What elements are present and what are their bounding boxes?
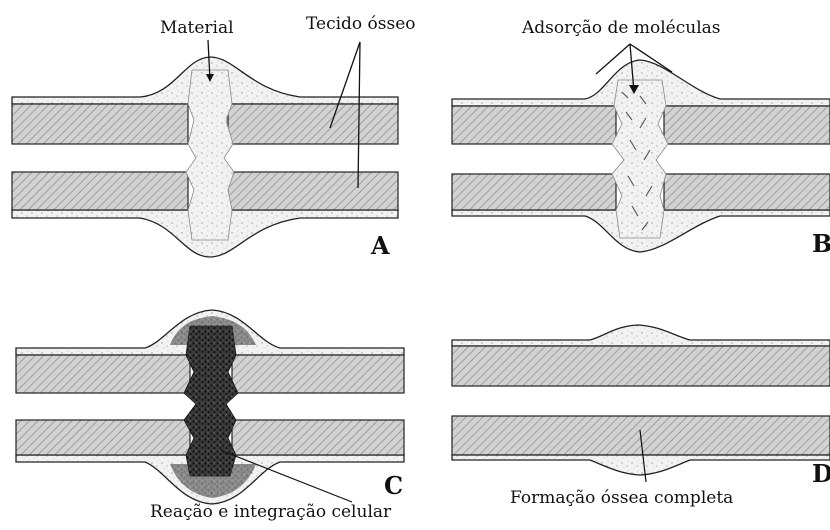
panel-b-bone-upper-right <box>664 106 830 144</box>
panel-d-bottom-bulge <box>452 455 830 475</box>
panel-b-bone-upper-left <box>452 106 616 144</box>
label-reacao: Reação e integração celular <box>150 504 391 521</box>
panel-label-b: B <box>812 232 830 256</box>
panel-b-bone-lower-left <box>452 174 616 210</box>
panel-a <box>12 57 398 257</box>
panel-c-bone-upper-right <box>232 355 404 393</box>
label-adsorcao: Adsorção de moléculas <box>522 20 721 37</box>
panel-label-c: C <box>384 474 403 498</box>
panel-b-material-plug <box>612 80 668 238</box>
panel-a-bone-lower-left <box>12 172 188 210</box>
panel-b <box>452 60 830 252</box>
label-material: Material <box>160 20 234 37</box>
panel-d <box>452 325 830 482</box>
panel-label-a: A <box>371 234 390 258</box>
panel-a-bone-upper-right <box>228 104 398 144</box>
panel-a-material-plug <box>186 70 234 240</box>
label-tecido-osseo: Tecido ósseo <box>306 16 416 33</box>
panel-d-top-bulge <box>452 325 830 346</box>
panel-d-bone-upper <box>452 346 830 386</box>
panel-c <box>16 310 404 504</box>
panel-b-bone-lower-right <box>664 174 830 210</box>
panel-a-bone-lower-right <box>228 172 398 210</box>
panel-c-bone-lower-right <box>232 420 404 455</box>
label-formacao: Formação óssea completa <box>510 490 733 507</box>
panel-c-bone-lower-left <box>16 420 190 455</box>
panel-c-bone-upper-left <box>16 355 190 393</box>
panel-label-d: D <box>812 462 830 486</box>
panel-a-bone-upper-left <box>12 104 188 144</box>
